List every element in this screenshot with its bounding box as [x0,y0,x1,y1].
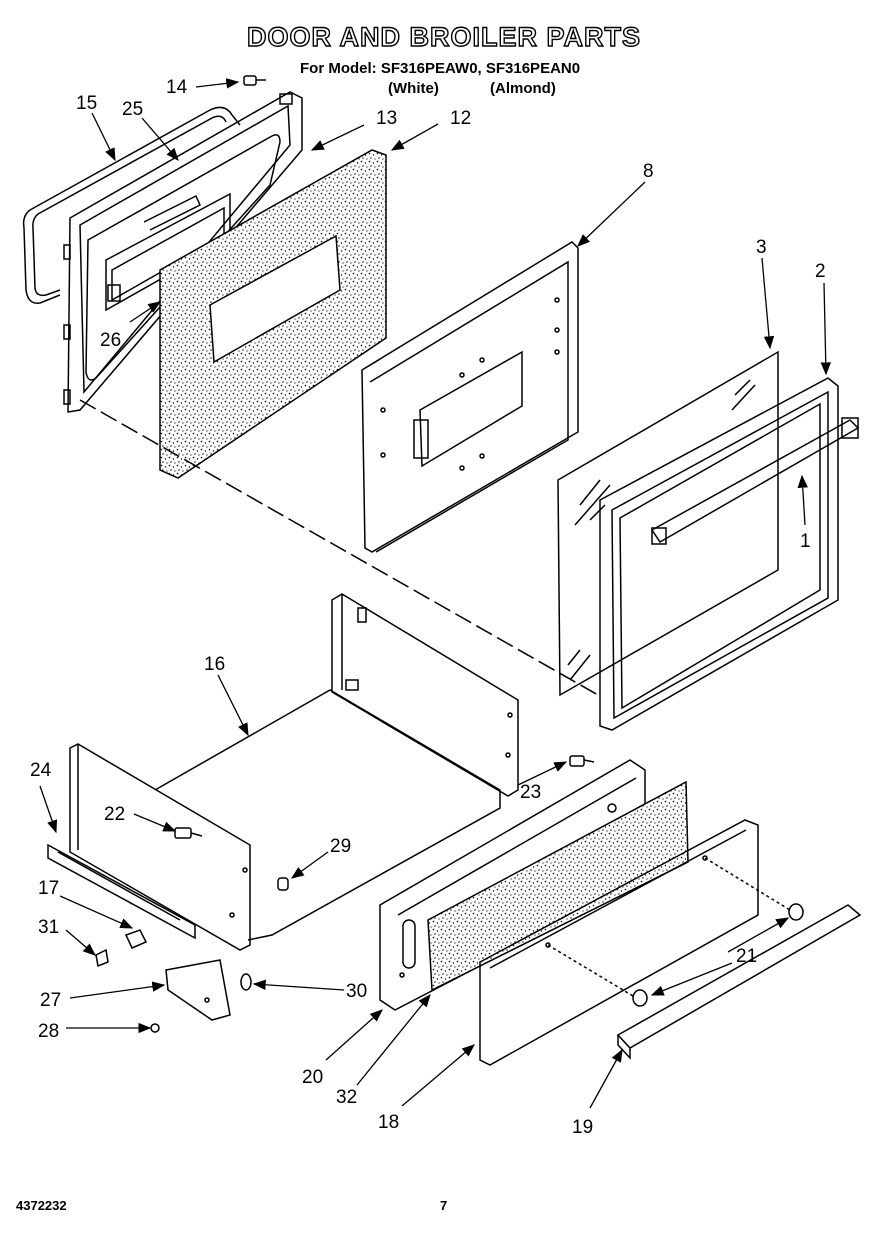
door-glass [557,350,779,697]
label-26: 26 [100,330,121,351]
document-number: 4372232 [16,1198,67,1213]
label-20: 20 [302,1067,323,1088]
label-24: 24 [30,760,52,781]
label-1: 1 [800,531,811,552]
label-14: 14 [166,77,188,98]
drawer-trim [616,904,862,1060]
label-8: 8 [643,161,654,182]
bumpers [547,857,804,1007]
door-handle [650,417,860,545]
label-17: 17 [38,878,59,899]
label-28: 28 [38,1021,59,1042]
label-31: 31 [38,917,59,938]
door-gasket [22,106,241,304]
alignment-line [79,399,599,696]
nut-28 [150,1023,160,1033]
color-almond-label: (Almond) [490,80,556,97]
label-12: 12 [450,108,471,129]
label-2: 2 [815,261,826,282]
label-3: 3 [756,237,767,258]
spacer-30 [240,973,252,991]
label-25: 25 [122,99,143,120]
screw-31 [95,929,148,968]
leader-lines [39,78,831,1109]
drawer-rail [47,843,196,940]
screw-29 [277,877,289,891]
label-29: 29 [330,836,351,857]
broiler-drawer [154,593,519,941]
label-32: 32 [336,1087,357,1108]
drawer-side-panel [69,743,251,951]
label-22: 22 [104,804,125,825]
label-23: 23 [520,782,541,803]
page-number: 7 [440,1198,448,1213]
page-title: DOOR AND BROILER PARTS [246,21,641,52]
label-18: 18 [378,1112,399,1133]
outer-door-frame [599,377,839,731]
label-30: 30 [346,981,367,1002]
screw-22 [174,827,203,839]
color-white-label: (White) [388,80,439,97]
drawer-insulation [427,780,689,992]
label-27: 27 [40,990,61,1011]
label-16: 16 [204,654,225,675]
part-number-labels: 14 15 25 13 12 8 3 2 1 26 16 24 22 29 23… [30,77,826,1138]
model-line: For Model: SF316PEAW0, SF316PEAN0 [300,60,581,77]
screw-23 [569,755,595,767]
door-insulation [159,149,387,479]
label-21: 21 [736,946,757,967]
door-liner [63,91,303,413]
screw-14 [243,75,266,86]
inner-door-panel [361,241,579,553]
hinge-bracket [165,959,231,1021]
drawer-front-outer [479,819,759,1066]
label-15: 15 [76,93,97,114]
label-19: 19 [572,1117,593,1138]
label-13: 13 [376,108,397,129]
